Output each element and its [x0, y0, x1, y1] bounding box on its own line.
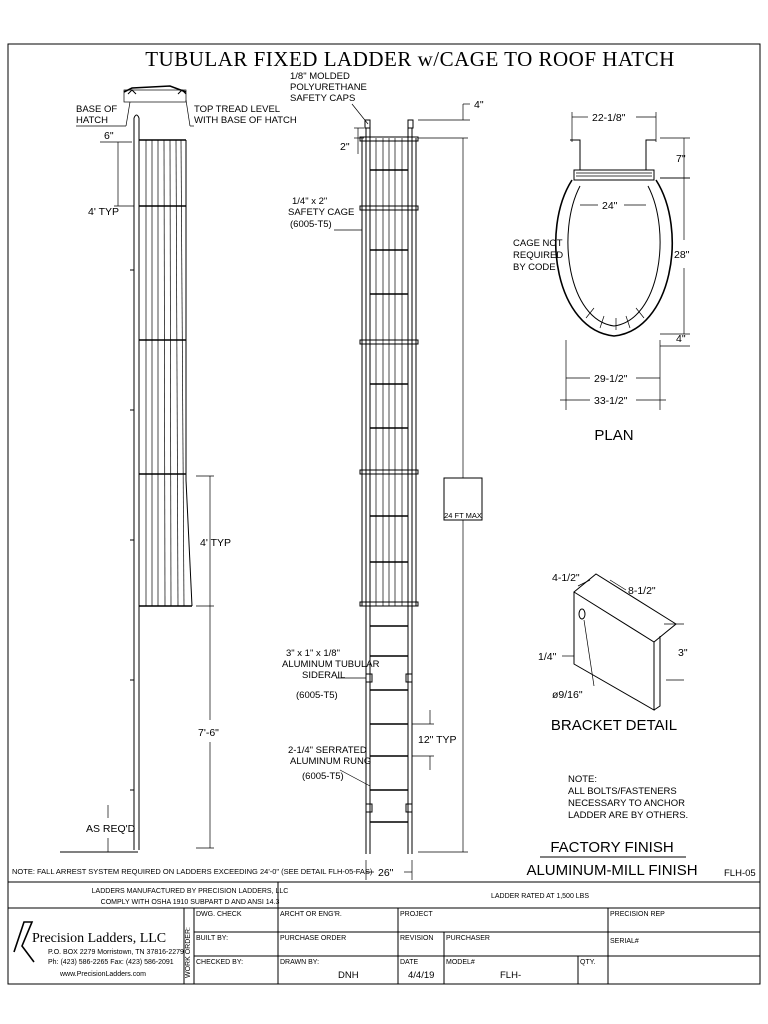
max-height-label: 24 FT MAX [444, 511, 482, 520]
cage-label-1: 1/4" x 2" [292, 196, 327, 207]
model-value: FLH- [500, 970, 521, 981]
company-phone: Ph: (423) 586-2265 Fax: (423) 586-2091 [48, 959, 174, 966]
cage-label-2: SAFETY CAGE [288, 207, 354, 218]
dim-4typ-upper: 4' TYP [88, 206, 119, 218]
front-view: 1/8" MOLDED POLYURETHANE SAFETY CAPS 4" … [282, 71, 484, 880]
checked-by-label: CHECKED BY: [196, 959, 243, 966]
note-line-4: LADDER ARE BY OTHERS. [568, 810, 688, 821]
rung-label-1: 2-1/4" SERRATED [288, 745, 367, 756]
finish-line-1: FACTORY FINISH [550, 839, 673, 856]
dim-26: 26" [378, 867, 394, 879]
fall-arrest-note: NOTE: FALL ARREST SYSTEM REQUIRED ON LAD… [12, 867, 373, 876]
general-note: NOTE: ALL BOLTS/FASTENERS NECESSARY TO A… [568, 774, 688, 821]
caps-label-1: 1/8" MOLDED [290, 71, 350, 82]
dim-4typ-middle: 4' TYP [200, 537, 231, 549]
base-of-hatch-label-1: BASE OF [76, 104, 117, 115]
sheet-border [7, 43, 761, 985]
qty-label: QTY. [580, 959, 595, 966]
side-view: BASE OF HATCH TOP TREAD LEVEL WITH BASE … [60, 85, 297, 853]
siderail-label-3: SIDERAIL [302, 670, 345, 681]
top-tread-label-1: TOP TREAD LEVEL [194, 104, 280, 115]
siderail-label-4: (6005-T5) [296, 690, 338, 701]
note-line-1: NOTE: [568, 774, 597, 785]
work-order-label: WORK ORDER: [185, 927, 192, 978]
bracket-detail: 4-1/2" 8-1/2" 1/4" 3" ø9/16" BRACKET DET… [538, 572, 688, 734]
project-label: PROJECT [400, 911, 433, 918]
drawn-by-label: DRAWN BY: [280, 959, 319, 966]
cage-note-3: BY CODE [513, 262, 556, 273]
archt-label: ARCHT OR ENG'R. [280, 911, 342, 918]
caps-label-3: SAFETY CAPS [290, 93, 355, 104]
title-block: LADDERS MANUFACTURED BY PRECISION LADDER… [8, 881, 760, 984]
bracket-dim-8-5: 8-1/2" [628, 585, 656, 597]
siderail-label-1: 3" x 1" x 1/8" [286, 648, 340, 659]
bracket-dim-hole: ø9/16" [552, 689, 583, 701]
bracket-dim-1-4: 1/4" [538, 651, 557, 663]
cage-label-3: (6005-T5) [290, 219, 332, 230]
as-reqd-label: AS REQ'D [86, 823, 136, 835]
cage-note-1: CAGE NOT [513, 238, 563, 249]
rung-label-3: (6005-T5) [302, 771, 344, 782]
dim-6-label: 6" [104, 130, 114, 142]
hatch-curb [123, 89, 187, 103]
manufactured-text: LADDERS MANUFACTURED BY PRECISION LADDER… [92, 888, 289, 895]
plan-dim-22: 22-1/8" [592, 112, 626, 124]
top-tread-label-2: WITH BASE OF HATCH [194, 115, 297, 126]
plan-dim-7: 7" [676, 153, 686, 165]
bracket-dim-3: 3" [678, 647, 688, 659]
precision-rep-label: PRECISION REP [610, 911, 665, 918]
date-label: DATE [400, 959, 418, 966]
bracket-label: BRACKET DETAIL [551, 717, 677, 734]
company-logo-mark [13, 921, 35, 963]
built-by-label: BUILT BY: [196, 935, 228, 942]
date-value: 4/4/19 [408, 970, 434, 981]
plan-dim-28: 28" [674, 249, 690, 261]
drawing-number: FLH-05 [724, 868, 756, 879]
serial-label: SERIAL# [610, 938, 639, 945]
siderail-label-2: ALUMINUM TUBULAR [282, 659, 380, 670]
plan-label: PLAN [594, 427, 633, 444]
plan-dim-29: 29-1/2" [594, 373, 628, 385]
finish-line-2: ALUMINUM-MILL FINISH [526, 862, 697, 879]
company-name: Precision Ladders, LLC [32, 931, 166, 946]
note-line-2: ALL BOLTS/FASTENERS [568, 786, 677, 797]
bracket-dim-4-5: 4-1/2" [552, 572, 580, 584]
caps-label-2: POLYURETHANE [290, 82, 367, 93]
plan-view: 22-1/8" 7" 24" 28" 4" CAGE NOT REQUIRED … [513, 112, 690, 444]
plan-dim-33: 33-1/2" [594, 395, 628, 407]
revision-label: REVISION [400, 935, 433, 942]
plan-dim-4: 4" [676, 333, 686, 345]
drawn-by-value: DNH [338, 970, 359, 981]
plan-dim-24: 24" [602, 200, 618, 212]
purchaser-label: PURCHASER [446, 935, 490, 942]
drawing-title: TUBULAR FIXED LADDER w/CAGE TO ROOF HATC… [145, 47, 675, 71]
comply-text: COMPLY WITH OSHA 1910 SUBPART D AND ANSI… [101, 899, 280, 906]
rated-text: LADDER RATED AT 1,500 LBS [491, 893, 589, 900]
purchase-order-label: PURCHASE ORDER [280, 935, 346, 942]
note-line-3: NECESSARY TO ANCHOR [568, 798, 685, 809]
cage-note-2: REQUIRED [513, 250, 563, 261]
rung-label-2: ALUMINUM RUNG [290, 756, 371, 767]
dwg-check-label: DWG. CHECK [196, 911, 242, 918]
model-label: MODEL# [446, 959, 475, 966]
dim-12typ: 12" TYP [418, 734, 457, 746]
dim-2-front: 2" [340, 141, 350, 153]
dim-7-6: 7'-6" [198, 727, 219, 739]
base-of-hatch-label-2: HATCH [76, 115, 108, 126]
dim-4-front: 4" [474, 99, 484, 111]
company-website: www.PrecisionLadders.com [59, 971, 146, 978]
company-address: P.O. BOX 2279 Morristown, TN 37816-2279 [48, 949, 184, 956]
